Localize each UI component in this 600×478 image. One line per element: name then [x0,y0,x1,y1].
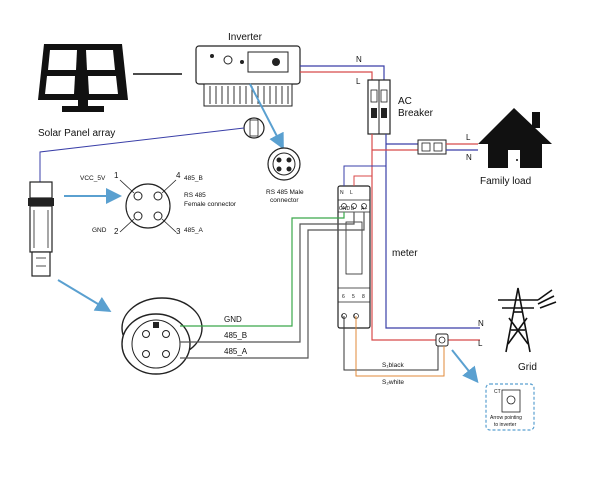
solar-panel-icon [38,44,128,112]
meter-terminal-a: A+ [361,206,367,212]
pin-a-label: 485_A [184,227,203,234]
b-wire [180,212,355,343]
a-wire-label: 485_A [224,347,248,356]
gnd-wire-label: GND [224,315,242,324]
pin-number-4: 4 [176,171,181,180]
meter-live-supply [353,175,372,186]
pin-gnd-label: GND [92,227,107,234]
cable-plug-icon [243,117,265,139]
pin-vcc-label: VCC_5V [80,175,106,182]
grid-l-label: L [478,339,483,348]
family-load-label: Family load [480,176,531,187]
grid-label: Grid [518,362,537,373]
meter-terminal-b: B- [351,206,356,212]
ct-black-label: S₁black [382,362,404,369]
inverter-port-pointer [249,83,284,150]
large-connector-pointer [57,279,112,313]
inverter-l-label: L [356,77,361,86]
load-n-label: N [466,153,472,162]
b-wire-label: 485_B [224,331,247,340]
meter-terminal-5: 5 [352,294,355,300]
family-load-terminal [417,139,447,155]
meter-terminal-n: N [340,190,344,196]
meter-label: meter [392,248,418,259]
a-wire [180,212,365,359]
ct-black-wire [343,316,439,371]
ct-white-wire [355,316,445,377]
rs485-plug-face [121,297,203,375]
rs485-male-connector-icon [267,147,301,181]
ct-detail-label-1: Arrow pointing [490,415,522,421]
inverter-label: Inverter [228,32,263,43]
house-icon [478,108,552,168]
breaker-live-down-wire [371,134,480,341]
rs485-male-label-2: connector [270,197,299,204]
meter-terminal-gnd: GND [339,206,351,212]
ac-breaker-label-1: AC [398,96,412,107]
inverter-n-label: N [356,55,362,64]
breaker-neutral-down-wire [385,134,480,329]
ac-breaker-label-2: Breaker [398,108,434,119]
grid-n-label: N [478,319,484,328]
inverter-unit [195,45,301,107]
rs485-female-label-1: RS 485 [184,192,206,199]
meter-terminal-l: L [350,190,353,196]
ct-detail-label-2: to inverter [494,422,517,428]
pin-number-1: 1 [114,171,119,180]
meter-terminal-8: 8 [362,294,365,300]
rs485-male-label-1: RS 485 Male [266,189,304,196]
solar-panel-label: Solar Panel array [38,128,115,139]
ct-white-label: S₂white [382,379,404,386]
ct-detail-callout [485,383,535,431]
grid-tower-icon [498,287,557,353]
gnd-wire [180,212,345,327]
plug-cable [39,127,245,182]
pin-number-3: 3 [176,227,181,236]
ct-tag: CT [494,389,501,395]
inverter-live-wire [300,71,373,80]
meter-terminal-6: 6 [342,294,345,300]
inverter-neutral-wire [300,65,385,80]
ac-breaker-unit [367,79,391,135]
rs485-female-pinout [119,179,177,233]
meter-neutral-supply [343,165,386,186]
ct-clamp [435,333,449,347]
pin-number-2: 2 [114,227,119,236]
pin-b-label: 485_B [184,175,203,182]
load-l-label: L [466,133,471,142]
rs485-female-label-2: Female connector [184,201,237,208]
cable-connector-icon [28,181,54,277]
ct-detail-pointer [451,349,479,384]
